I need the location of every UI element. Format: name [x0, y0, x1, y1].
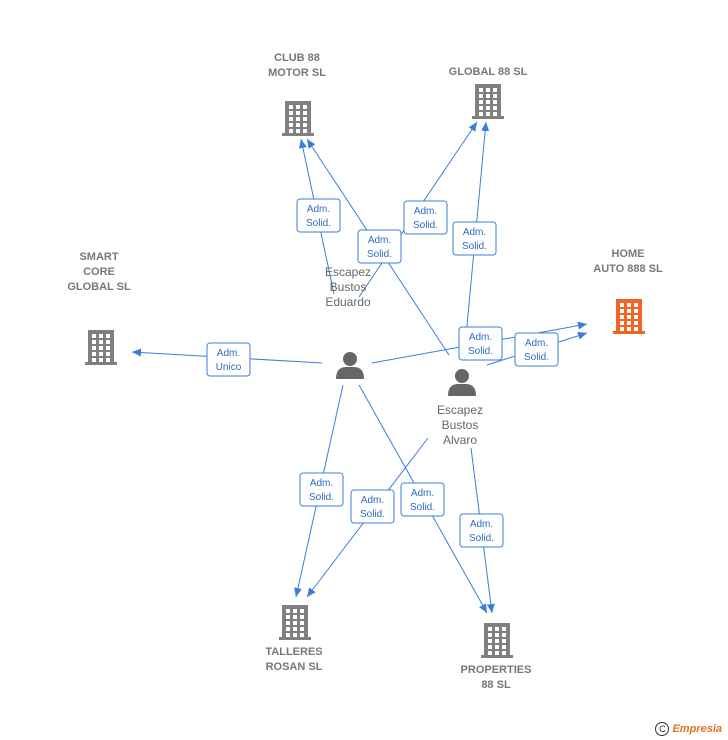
edge-label-box	[357, 229, 402, 264]
edge-label-alvaro-to-club88[interactable]: Adm. Solid.	[357, 229, 402, 264]
node-label-line: Bustos	[442, 418, 479, 432]
edge-label-line: Adm.	[361, 495, 384, 506]
copyright-icon: C	[655, 722, 670, 736]
node-label-line: MOTOR SL	[268, 67, 326, 79]
node-label-line: Escapez	[325, 265, 371, 279]
edge-label-box	[459, 513, 504, 548]
edge-label-eduardo-to-global88[interactable]: Adm. Solid.	[403, 200, 448, 235]
edge-label-line: Solid.	[413, 220, 438, 231]
edge-label-line: Solid.	[367, 249, 392, 260]
node-label-line: HOME	[612, 248, 645, 260]
edge-label-box	[350, 489, 395, 524]
node-label-line: SMART	[79, 251, 118, 263]
edge-label-line: Adm.	[217, 348, 240, 359]
edge-label-alvaro-to-talleres[interactable]: Adm. Solid.	[350, 489, 395, 524]
edge-label-line: Adm.	[368, 235, 391, 246]
edge-label-line: Solid.	[462, 241, 487, 252]
node-homeauto[interactable]: HOME AUTO 888 SL	[593, 248, 663, 334]
edge-label-line: Adm.	[463, 227, 486, 238]
edge-label-line: Adm.	[470, 519, 493, 530]
edge-label-eduardo-to-properties[interactable]: Adm. Solid.	[400, 482, 445, 517]
edge-label-line: Adm.	[307, 204, 330, 215]
node-talleres[interactable]: TALLERES ROSAN SL	[265, 605, 323, 673]
edge-label-line: Solid.	[468, 346, 493, 357]
node-label-line: Escapez	[437, 403, 483, 417]
edge-label-box	[296, 198, 341, 233]
edge-label-box	[452, 221, 497, 256]
edge-label-line: Solid.	[306, 218, 331, 229]
person-icon	[448, 369, 476, 396]
node-club88[interactable]: CLUB 88 MOTOR SL	[268, 52, 326, 136]
edge-label-line: Solid.	[524, 352, 549, 363]
edge-label-line: Solid.	[360, 509, 385, 520]
node-label-line: AUTO 888 SL	[593, 263, 663, 275]
edge-label-alvaro-to-global88[interactable]: Adm. Solid.	[452, 221, 497, 256]
edge-label-line: Adm.	[469, 332, 492, 343]
edge-label-box	[514, 332, 559, 367]
edge-label-line: Adm.	[525, 338, 548, 349]
edge-label-box	[206, 342, 251, 377]
node-label-line: 88 SL	[481, 679, 511, 691]
edge-label-box	[299, 472, 344, 507]
edge-label-line: Adm.	[411, 488, 434, 499]
node-label-line: Bustos	[330, 280, 367, 294]
edge-label-line: Solid.	[469, 533, 494, 544]
edge-label-line: Adm.	[414, 206, 437, 217]
node-smartcore[interactable]: SMART CORE GLOBAL SL	[67, 251, 131, 365]
building-icon	[282, 101, 314, 136]
node-label-line: GLOBAL SL	[67, 281, 131, 293]
edge-labels-layer: Adm. Solid. Adm. Solid. Adm. Solid. Adm. Solid.…	[206, 198, 559, 548]
node-properties[interactable]: PROPERTIES 88 SL	[461, 623, 532, 691]
edge-label-eduardo-to-homeauto[interactable]: Adm. Solid.	[458, 326, 503, 361]
building-icon	[613, 299, 645, 334]
node-global88[interactable]: GLOBAL 88 SL	[449, 66, 528, 119]
building-icon	[279, 605, 311, 640]
edge-label-alvaro-to-properties[interactable]: Adm. Solid.	[459, 513, 504, 548]
node-label-line: TALLERES	[265, 646, 322, 658]
edge-label-line: Unico	[216, 362, 242, 373]
edges-layer	[131, 121, 588, 614]
person-icon	[336, 352, 364, 379]
nodes-layer: CLUB 88 MOTOR SL GLOBAL 88 SL SMART CORE GLOB…	[67, 52, 663, 691]
edge-label-box	[400, 482, 445, 517]
edge-label-eduardo-to-smartcore[interactable]: Adm. Unico	[206, 342, 251, 377]
building-icon	[85, 330, 117, 365]
building-icon	[472, 84, 504, 119]
brand-name: Empresia	[672, 723, 722, 735]
edge-label-line: Solid.	[410, 502, 435, 513]
edge-label-line: Adm.	[310, 478, 333, 489]
node-label-line: Eduardo	[325, 295, 371, 309]
edge-label-box	[403, 200, 448, 235]
node-label-line: GLOBAL 88 SL	[449, 66, 528, 78]
edge-label-eduardo-to-club88[interactable]: Adm. Solid.	[296, 198, 341, 233]
edge-label-line: Solid.	[309, 492, 334, 503]
node-label-line: Alvaro	[443, 433, 477, 447]
building-icon	[481, 623, 513, 658]
edge-label-box	[458, 326, 503, 361]
node-label-line: CLUB 88	[274, 52, 320, 64]
edge-label-alvaro-to-homeauto[interactable]: Adm. Solid.	[514, 332, 559, 367]
node-label-line: ROSAN SL	[266, 661, 323, 673]
edge-label-eduardo-to-talleres[interactable]: Adm. Solid.	[299, 472, 344, 507]
node-label-line: PROPERTIES	[461, 664, 532, 676]
node-label-line: CORE	[83, 266, 115, 278]
